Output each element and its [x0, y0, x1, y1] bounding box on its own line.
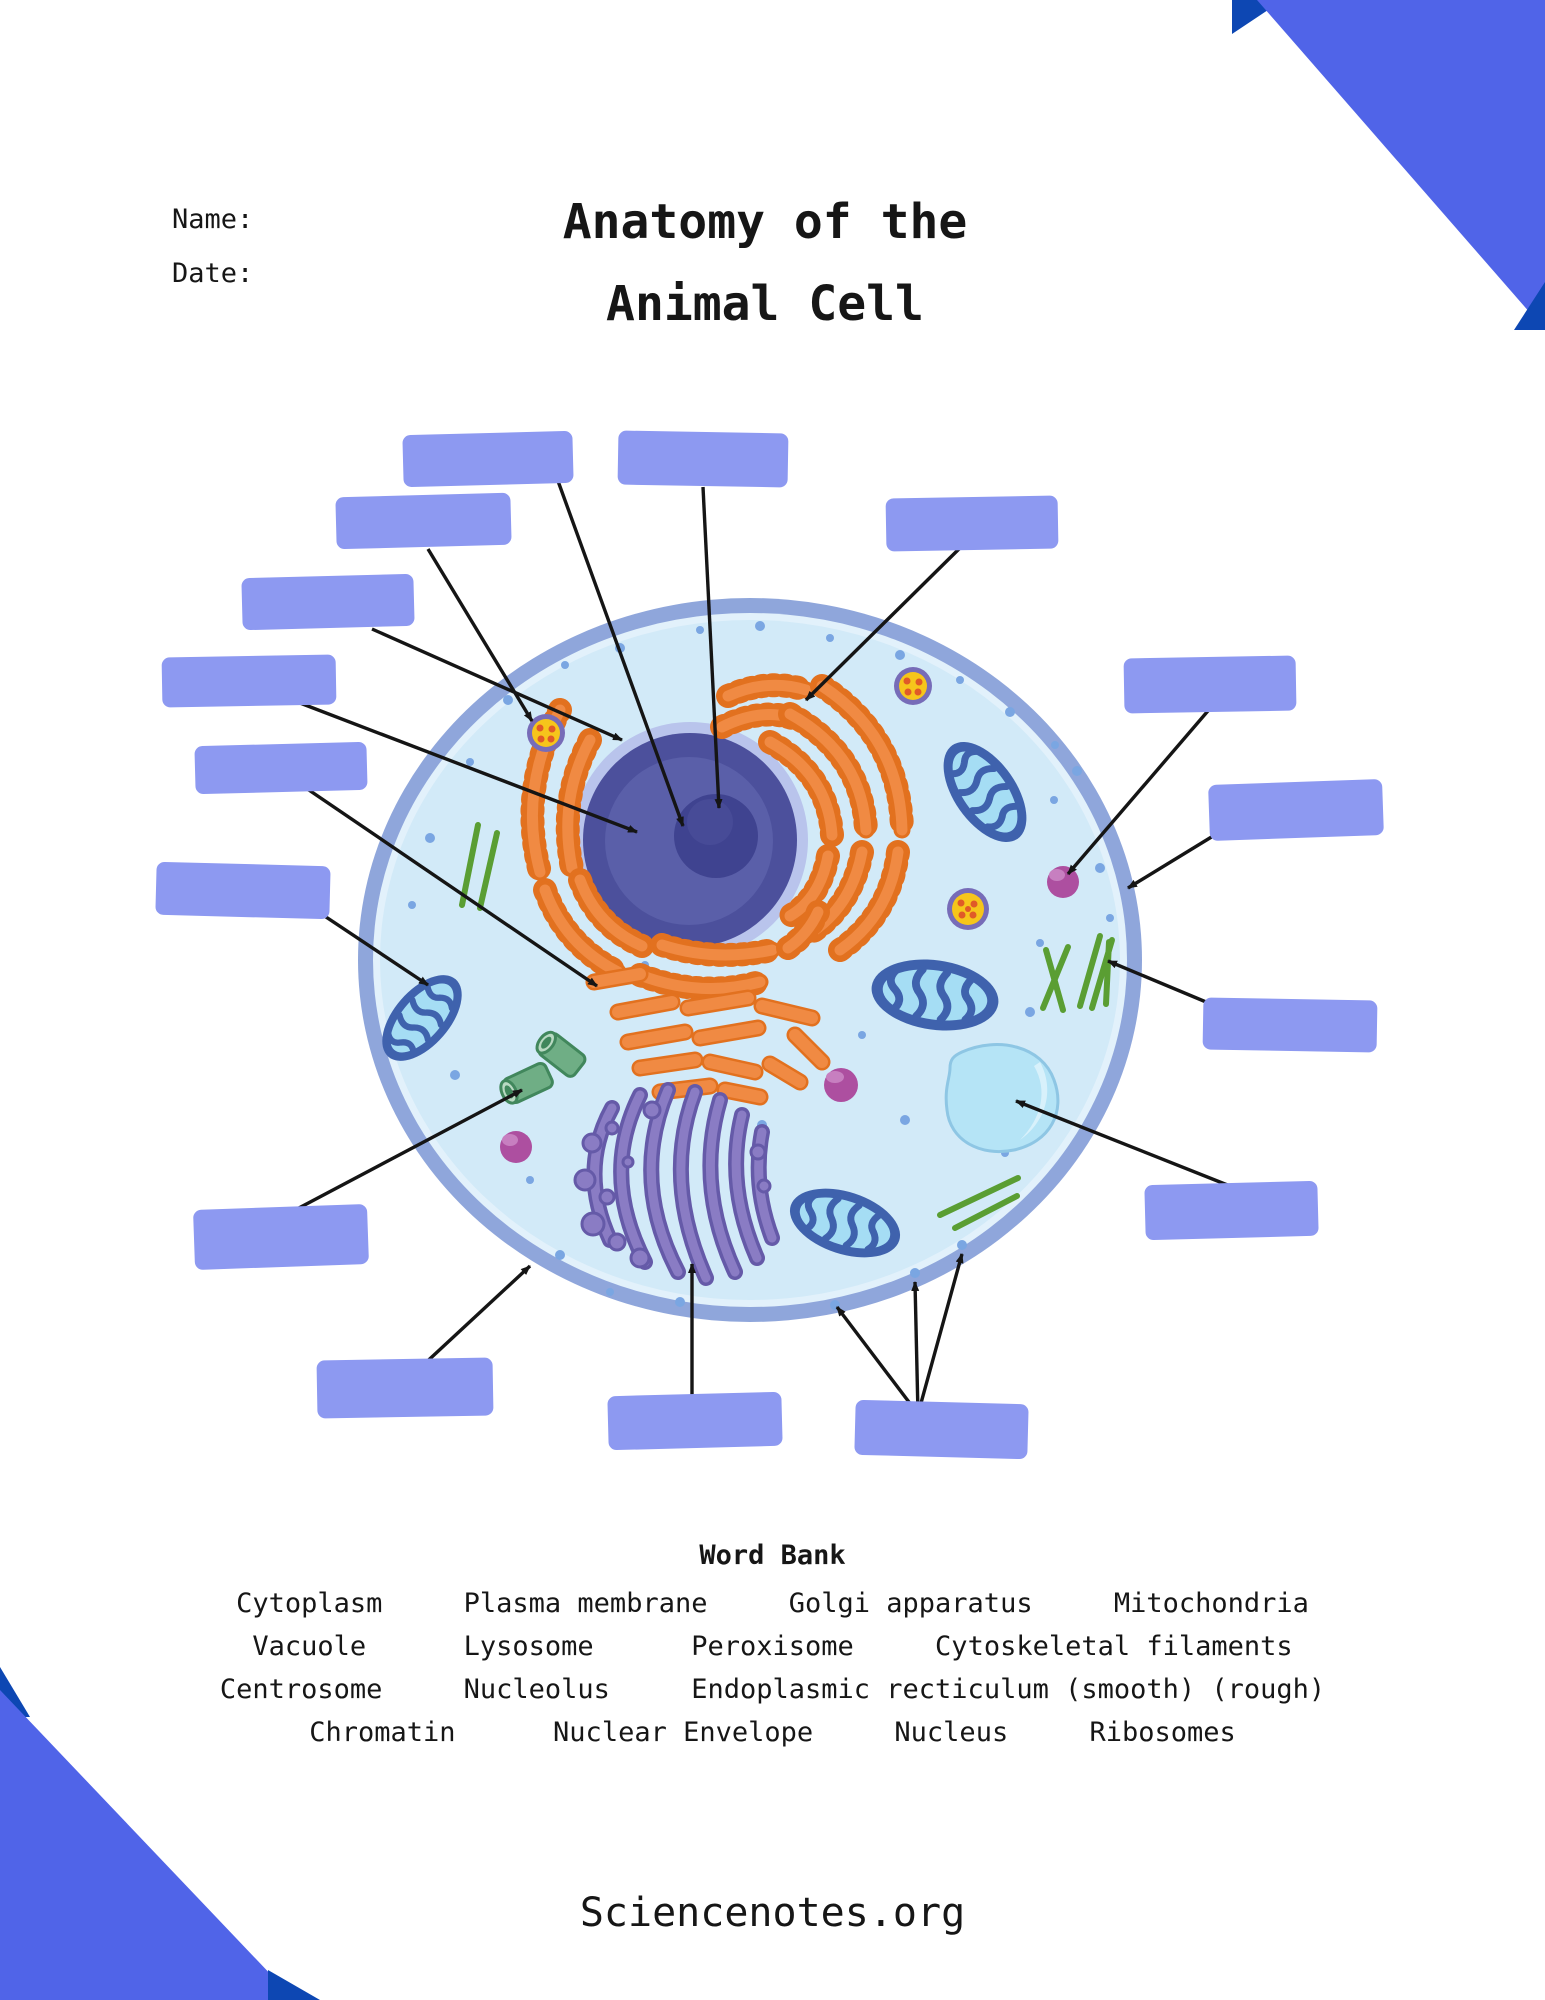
leader-line [1066, 703, 1215, 876]
corner-accent-icon [268, 1970, 320, 2000]
page-title-line-1: Anatomy of the [562, 194, 968, 250]
leader-line [701, 486, 723, 809]
label-box-4[interactable] [241, 573, 415, 631]
label-box-14[interactable] [316, 1357, 494, 1419]
label-box-6[interactable] [194, 741, 368, 795]
leader-line [1015, 1099, 1231, 1188]
leader-line [299, 701, 638, 834]
centriole [535, 1030, 587, 1078]
name-label: Name: [172, 204, 254, 235]
leader-line [426, 548, 534, 722]
label-boxes [155, 430, 1384, 1460]
smooth-endoplasmic-reticulum [585, 965, 831, 1106]
word-bank-title: Word Bank [699, 1540, 846, 1571]
golgi-vesicles [573, 1100, 772, 1269]
lysosome [500, 1131, 532, 1163]
golgi-apparatus [573, 1082, 780, 1286]
nucleus [572, 722, 808, 958]
label-box-2[interactable] [617, 430, 789, 488]
cytoskeletal-filaments [459, 822, 1115, 1231]
leader-line [418, 1264, 532, 1370]
animal-cell [358, 598, 1142, 1322]
label-box-8[interactable] [885, 495, 1059, 552]
label-box-10[interactable] [1208, 779, 1384, 841]
label-box-15[interactable] [607, 1391, 783, 1451]
leader-line [911, 1281, 920, 1415]
lysosome [1047, 866, 1079, 898]
label-box-5[interactable] [161, 654, 337, 708]
corner-decoration-bottom-left [0, 1667, 320, 2000]
leader-line [804, 543, 965, 702]
leader-line [279, 1088, 523, 1220]
lysosome [824, 1068, 858, 1102]
leader-line [556, 480, 685, 827]
lysosomes [500, 866, 1079, 1163]
peroxisome [947, 888, 989, 930]
peroxisome [527, 714, 565, 752]
date-label: Date: [172, 258, 254, 289]
word-bank-row: Vacuole Lysosome Peroxisome Cytoskeletal… [252, 1631, 1293, 1662]
site-footer: Sciencenotes.org [579, 1890, 966, 1936]
label-box-16[interactable] [854, 1399, 1029, 1460]
leader-line [1127, 831, 1219, 890]
leader-line [916, 1253, 964, 1415]
label-box-7[interactable] [155, 861, 331, 920]
label-box-3[interactable] [335, 492, 512, 550]
nucleolus-core [687, 799, 733, 845]
page-title-line-2: Animal Cell [606, 276, 924, 332]
corner-accent-icon [1514, 282, 1545, 330]
label-box-13[interactable] [193, 1204, 369, 1270]
peroxisomes [527, 667, 989, 930]
label-box-12[interactable] [1144, 1180, 1319, 1241]
smooth-er-rod [585, 965, 831, 1106]
word-bank-row: Cytoplasm Plasma membrane Golgi apparatu… [236, 1588, 1309, 1619]
leader-line [302, 784, 598, 988]
corner-decoration-top-right [1232, 0, 1545, 330]
peroxisome [894, 667, 932, 705]
leader-line [371, 627, 623, 742]
label-box-9[interactable] [1123, 655, 1297, 714]
label-box-11[interactable] [1202, 997, 1378, 1053]
vacuole [944, 1043, 1060, 1153]
label-box-1[interactable] [402, 430, 574, 488]
word-bank-row: Centrosome Nucleolus Endoplasmic recticu… [219, 1674, 1326, 1705]
leader-line [835, 1305, 920, 1416]
word-bank-row: Chromatin Nuclear Envelope Nucleus Ribos… [309, 1717, 1236, 1748]
